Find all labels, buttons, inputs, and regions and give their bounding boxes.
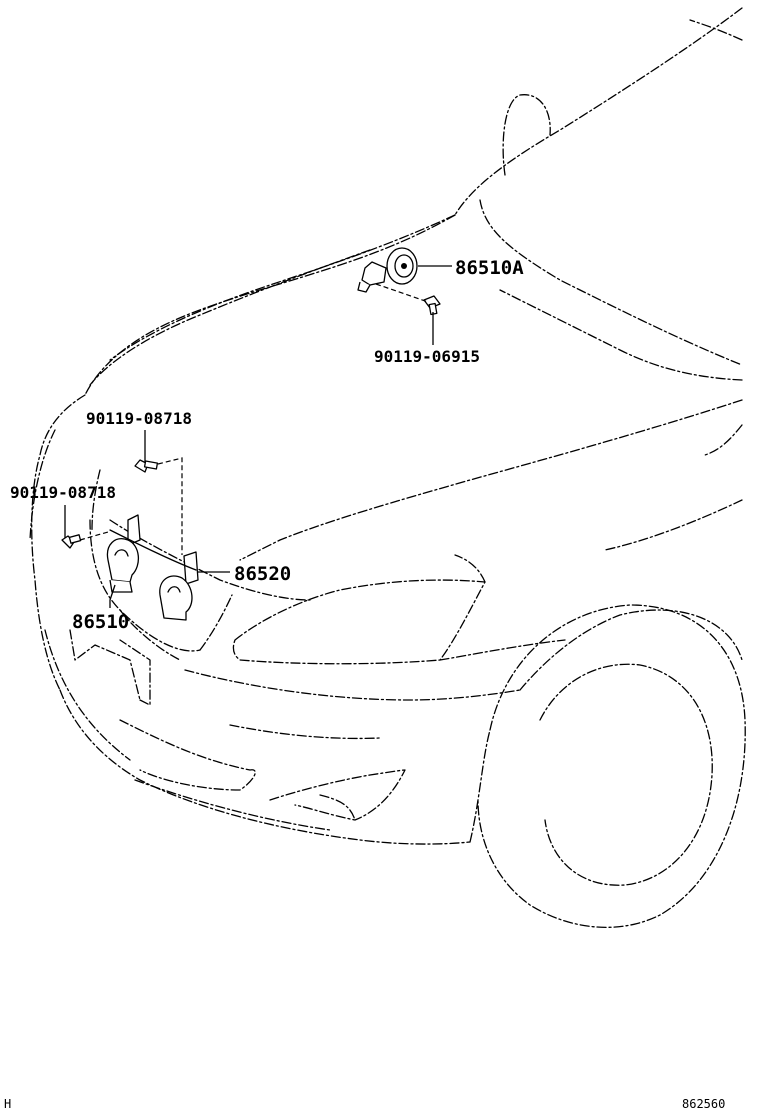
- callout-bracket[interactable]: 86520: [234, 563, 291, 585]
- diagram-id: 862560: [682, 1097, 725, 1111]
- callout-horn-a[interactable]: 86510A: [455, 257, 524, 279]
- callout-bolt-upper[interactable]: 90119-06915: [374, 347, 480, 366]
- car-body-outline: [29, 7, 746, 928]
- horn-a-part[interactable]: [357, 247, 418, 293]
- callout-horn-low[interactable]: 86510: [72, 611, 129, 633]
- bracket-part[interactable]: [109, 514, 199, 585]
- bolt-left-top-part[interactable]: [134, 459, 159, 473]
- bolt-left-bottom-part[interactable]: [61, 534, 82, 549]
- footer-left-code: H: [4, 1097, 11, 1111]
- callout-bolt-left-top[interactable]: 90119-08718: [86, 409, 192, 428]
- horn-low-part[interactable]: [106, 538, 193, 621]
- callout-bolt-left-bottom[interactable]: 90119-08718: [10, 483, 116, 502]
- bolt-upper-part[interactable]: [423, 295, 441, 316]
